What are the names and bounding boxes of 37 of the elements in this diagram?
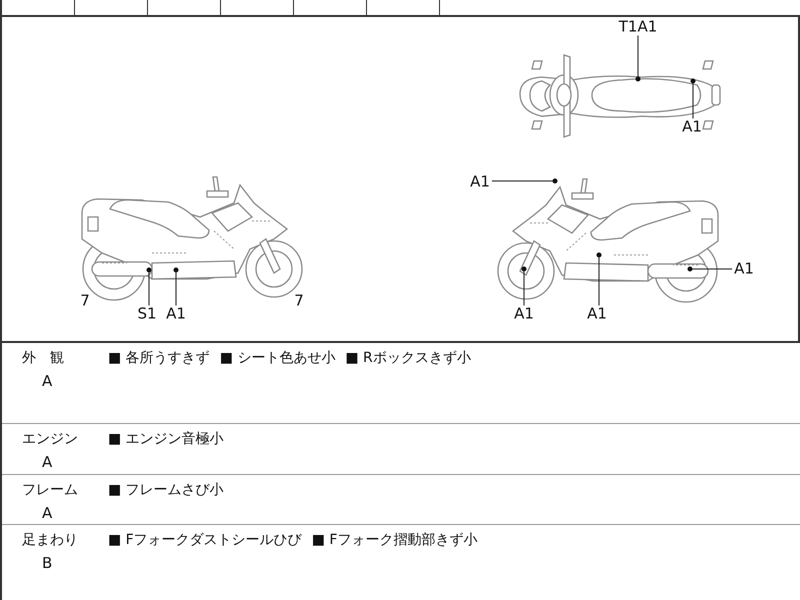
condition-note: ■ シート色あせ小 bbox=[220, 349, 336, 367]
leader-line bbox=[491, 180, 553, 182]
callout-label: A1 bbox=[470, 174, 490, 190]
condition-note: ■ Rボックスきず小 bbox=[345, 349, 471, 367]
leader-line bbox=[598, 257, 600, 306]
callout-label: A1 bbox=[734, 262, 754, 276]
condition-note: ■ エンジン音極小 bbox=[108, 430, 224, 448]
marker-dot bbox=[522, 266, 526, 272]
marker-dot bbox=[688, 266, 692, 272]
category-label: 足まわり bbox=[22, 531, 78, 549]
marker-dot bbox=[596, 252, 602, 258]
grade-label: A bbox=[42, 504, 52, 522]
category-label: エンジン bbox=[22, 430, 78, 448]
grade-label: B bbox=[42, 554, 52, 572]
leader-line bbox=[692, 83, 694, 119]
marker-dot bbox=[690, 78, 696, 84]
marker-dot bbox=[636, 76, 640, 82]
callout-label: S1 bbox=[137, 306, 157, 322]
callout-label: A1 bbox=[514, 306, 534, 322]
condition-note: ■ Fフォーク摺動部きず小 bbox=[312, 531, 478, 549]
marker-dot bbox=[146, 268, 152, 272]
category-label: フレーム bbox=[22, 481, 78, 499]
callout-number: 7 bbox=[294, 294, 304, 308]
callout-label: A1 bbox=[587, 306, 607, 322]
condition-note: ■ Fフォークダストシールひび bbox=[108, 531, 302, 549]
callout-label: T1A1 bbox=[618, 20, 658, 34]
callout-number: 7 bbox=[80, 294, 90, 308]
marker-dot bbox=[552, 178, 558, 184]
callout-label: A1 bbox=[682, 120, 702, 134]
grade-label: A bbox=[42, 453, 52, 471]
category-label: 外 観 bbox=[22, 349, 64, 367]
condition-note: ■ フレームさび小 bbox=[108, 481, 224, 499]
marker-dot bbox=[174, 268, 178, 272]
condition-note: ■ 各所うすきず bbox=[108, 349, 210, 367]
leader-line bbox=[148, 272, 150, 306]
callout-label: A1 bbox=[166, 306, 186, 322]
grade-label: A bbox=[42, 372, 52, 390]
